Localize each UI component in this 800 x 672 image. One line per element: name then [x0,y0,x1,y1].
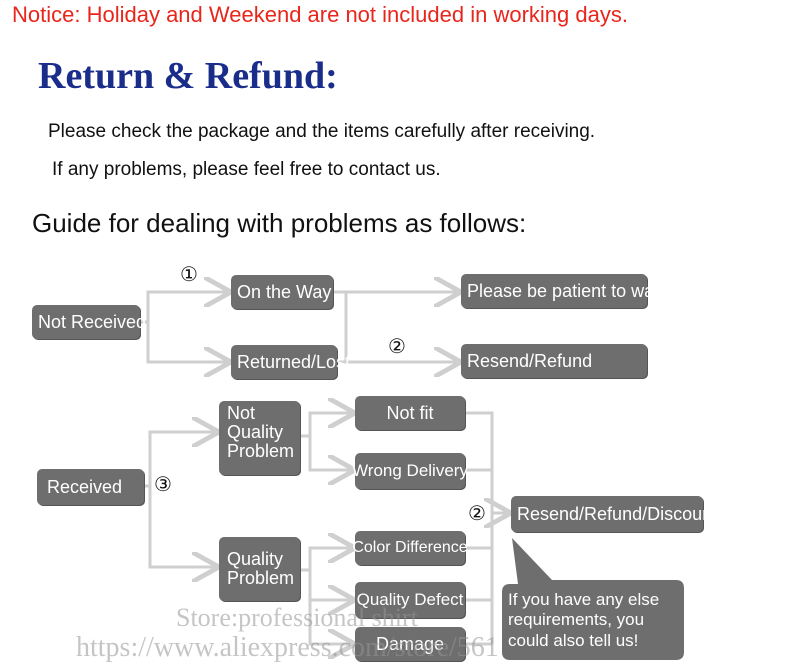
guide-heading: Guide for dealing with problems as follo… [32,208,527,238]
node-damage: Damage [355,627,465,661]
node-resend-refund-discount: Resend/Refund/Discount [511,496,717,532]
callout-bubble [502,538,684,660]
node-resend-refund: Resend/Refund [461,344,647,378]
node-on-the-way: On the Way [231,275,333,309]
node-not-received: Not Received [32,305,146,339]
node-color-difference: Color Difference [352,531,468,565]
node-returned-lost: Returned/Lost [231,345,350,379]
url-watermark: https://www.aliexpress.com/store/561 [76,632,499,663]
store-watermark: Store:professional shirt [176,603,418,632]
callout-text: If you have any else requirements, you c… [508,590,660,650]
node-not-fit: Not fit [355,396,465,430]
page-title: Return & Refund: [38,55,338,97]
step-marker-2b: ② [468,503,486,525]
node-please-wait: Please be patient to wait [461,274,663,308]
node-not-quality-problem: Not Quality Problem [219,401,300,475]
node-wrong-delivery: Wrong Delivery [352,453,468,489]
step-marker-1: ① [180,264,198,286]
intro-line-2: If any problems, please feel free to con… [52,159,441,180]
step-marker-3: ③ [154,474,172,496]
node-received: Received [37,469,144,505]
node-quality-defect: Quality Defect [355,582,465,618]
step-marker-2: ② [388,336,406,358]
node-quality-problem: Quality Problem [219,537,300,601]
intro-line-1: Please check the package and the items c… [48,121,596,142]
notice-text: Notice: Holiday and Weekend are not incl… [12,2,628,27]
